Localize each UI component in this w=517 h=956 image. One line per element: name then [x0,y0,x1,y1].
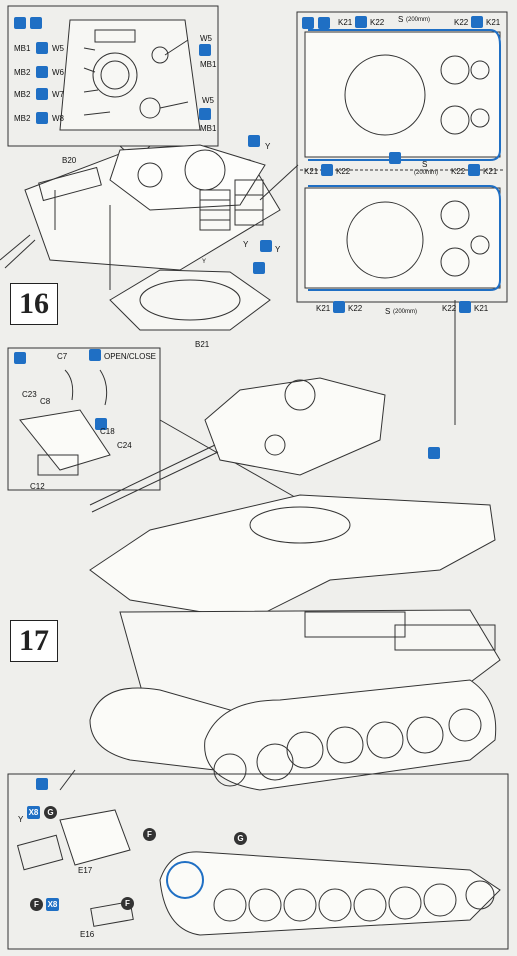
paint-icon [459,301,471,313]
paint-icon [318,17,330,29]
f-badge: F [121,897,134,910]
mb-label: MB2 [14,68,31,77]
w-label: W5 [52,44,64,53]
k22-label: K22 [442,304,457,313]
c12-label: C12 [30,482,45,491]
paint-icon [199,44,211,56]
s-label: S [398,15,404,24]
glue-icon [14,352,26,364]
w-label: W5 [200,34,212,43]
mb-label: MB1 [200,60,217,69]
x8-label: X8 [46,898,59,911]
step-17-number: 17 [10,620,58,662]
paint-icon [36,112,48,124]
k22-label: K22 [348,304,363,313]
paint-icon [89,349,101,361]
x8-label: X8 [27,806,40,819]
paint-icon [248,135,260,147]
k21-label: K21 [338,18,353,27]
glue-icon [302,17,314,29]
c18-label: C18 [100,427,115,436]
w-label: W8 [52,114,64,123]
step-16-number: 16 [10,283,58,325]
paint-icon [30,17,42,29]
k21-label: K21 [486,18,501,27]
k21-label: K21 [316,304,331,313]
f-badge: F [143,828,156,841]
k21-label: K21 [483,167,498,176]
paint-icon [260,240,272,252]
mb-label: MB2 [14,90,31,99]
g-badge: G [234,832,247,845]
mb-label: MB2 [14,114,31,123]
k21-label: K21 [474,304,489,313]
y-label: Y [18,815,24,824]
b21-label: B21 [195,340,210,349]
y-label: Y [265,142,271,151]
figure-icon [428,447,440,459]
g-badge: G [44,806,57,819]
paint-icon [199,108,211,120]
figure-icon [95,418,107,430]
e17-label: E17 [78,866,93,875]
paint-icon [389,152,401,164]
glue-icon [36,778,48,790]
mb-label: MB1 [200,124,217,133]
f-badge: F [30,898,43,911]
turret-detail-frame [7,5,219,147]
k22-label: K22 [454,18,469,27]
paint-icon [468,164,480,176]
c7-label: C7 [57,352,68,361]
glue-icon [14,17,26,29]
k22-label: K22 [370,18,385,27]
c8-label: C8 [40,397,51,406]
open-close-label: OPEN/CLOSE [104,352,157,361]
mb-label: MB1 [14,44,31,53]
paint-icon [36,88,48,100]
y-label: Y [275,245,281,254]
s-length-note: (200mm) [406,17,431,23]
paint-icon [36,42,48,54]
w-label: W5 [202,96,214,105]
b20-label: B20 [62,156,77,165]
k22-label: K22 [451,167,466,176]
e16-label: E16 [80,930,95,939]
c24-label: C24 [117,441,132,450]
w-label: W7 [52,90,64,99]
paint-icon [355,16,367,28]
paint-icon [36,66,48,78]
k21-label: K21 [304,167,319,176]
k22-label: K22 [336,167,351,176]
s-length-note: (200mm) [393,309,418,315]
paint-icon [253,262,265,274]
paint-icon [471,16,483,28]
hatch-detail-frame [7,347,161,491]
paint-icon [333,301,345,313]
s-label: S [422,160,428,169]
w-label: W6 [52,68,64,77]
s-length-note: (200mm) [414,170,439,176]
track-detail-frame [7,773,509,950]
s-label: S [385,307,391,316]
track-links-cluster [199,179,264,231]
part-ref-label: Y [202,259,207,265]
c23-label: C23 [22,390,37,399]
engine-deck-frame [296,11,508,303]
y-label: Y [243,240,249,249]
paint-icon [321,164,333,176]
